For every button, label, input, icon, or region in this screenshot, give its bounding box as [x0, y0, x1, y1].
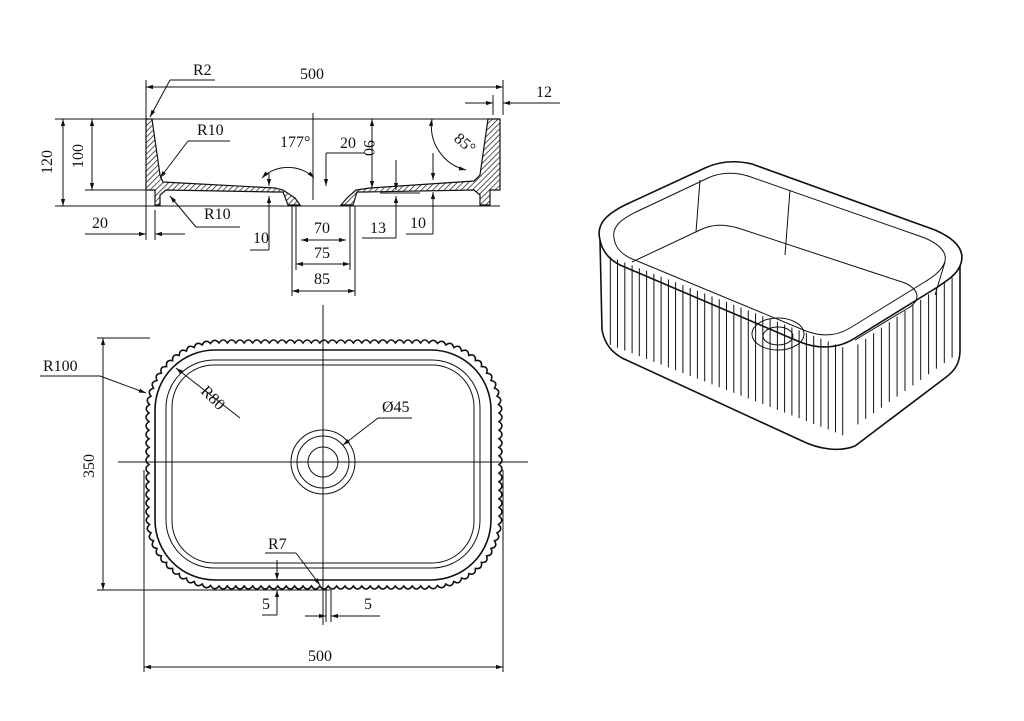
- dim-top-radius: R2: [193, 62, 212, 79]
- dim-flute-radius: R7: [268, 536, 287, 553]
- dim-drain-outer: 85: [314, 271, 330, 288]
- section-view: 500 12 R2 R10 R10 120 100 20 177° 85°: [39, 62, 560, 296]
- dim-overall-width: 500: [300, 66, 324, 83]
- dim-foot-height: 13: [370, 220, 386, 237]
- dim-overall-width-plan: 500: [308, 648, 332, 665]
- isometric-view: [598, 160, 963, 451]
- dim-drain-step: 20: [340, 135, 356, 152]
- basin-section-left: [145, 118, 302, 206]
- dim-drain-thickness: 10: [253, 230, 269, 247]
- dim-foot-width: 20: [92, 215, 108, 232]
- dim-drain-inner: 70: [314, 220, 330, 237]
- drain-outer: [290, 429, 356, 495]
- side-flutes: [609, 256, 953, 436]
- dim-drain-diameter: Ø45: [382, 399, 410, 416]
- dim-wall-angle: 85°: [450, 130, 478, 157]
- basin-floor: [631, 224, 918, 341]
- dim-rim-offset: 5: [262, 596, 270, 613]
- dim-drain-depth: 90: [360, 140, 377, 156]
- dim-foot-radius: R10: [204, 206, 231, 223]
- dim-depth: 350: [81, 454, 98, 478]
- fluted-outline: [145, 339, 503, 590]
- fluted-edge: [145, 339, 503, 590]
- dim-rim-thickness: 12: [536, 84, 552, 101]
- dim-inner-depth: 100: [70, 144, 87, 168]
- dim-inner-radius: R10: [197, 122, 224, 139]
- basin-section-right: [339, 118, 501, 206]
- dim-inner-corner-radius: R80: [197, 383, 228, 414]
- dim-flute-pitch: 5: [364, 596, 372, 613]
- dim-drain-angle: 177°: [280, 134, 310, 151]
- dim-outer-corner-radius: R100: [43, 358, 78, 375]
- iso-drain-hole: [762, 326, 794, 346]
- plan-view: Ø45 R100 R80 350 R7 5 5 500: [40, 305, 528, 672]
- dim-drain-mid: 75: [314, 245, 330, 262]
- drain-hole: [307, 446, 339, 478]
- dim-total-height: 120: [39, 150, 56, 174]
- rim-inner: [613, 172, 946, 336]
- dim-floor-thickness: 10: [410, 215, 426, 232]
- iso-drain-outer: [751, 317, 805, 351]
